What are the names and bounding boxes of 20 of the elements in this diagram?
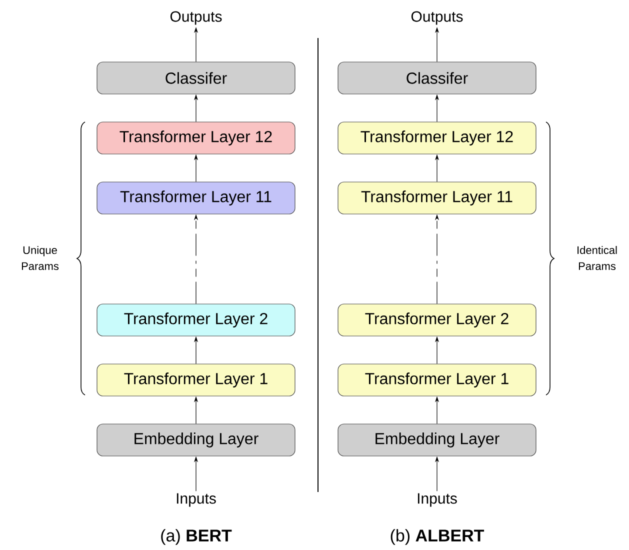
brace-label: Unique Params — [22, 246, 59, 270]
layer-box: Transformer Layer 11 — [96, 182, 296, 214]
layer-box: Classifer — [338, 62, 536, 94]
layer-box: Transformer Layer 12 — [96, 122, 296, 154]
layer-box: Transformer Layer 2 — [338, 304, 536, 336]
subfigure-caption: (a) BERT — [161, 529, 232, 545]
brace-label: Identical Params — [578, 246, 617, 270]
layer-box: Transformer Layer 12 — [338, 122, 536, 154]
layer-box: Transformer Layer 2 — [96, 304, 296, 336]
io-label: Outputs — [411, 11, 463, 25]
layer-box: Transformer Layer 1 — [96, 364, 296, 396]
layer-box: Embedding Layer — [96, 424, 296, 456]
io-label: Outputs — [170, 11, 222, 25]
layer-box: Embedding Layer — [338, 424, 536, 456]
io-label: Inputs — [176, 493, 216, 507]
layer-box: Transformer Layer 1 — [338, 364, 536, 396]
io-label: Inputs — [418, 493, 457, 507]
layer-box: Transformer Layer 11 — [338, 182, 536, 214]
subfigure-caption: (b) ALBERT — [390, 529, 484, 545]
layer-box: Classifer — [96, 62, 296, 94]
